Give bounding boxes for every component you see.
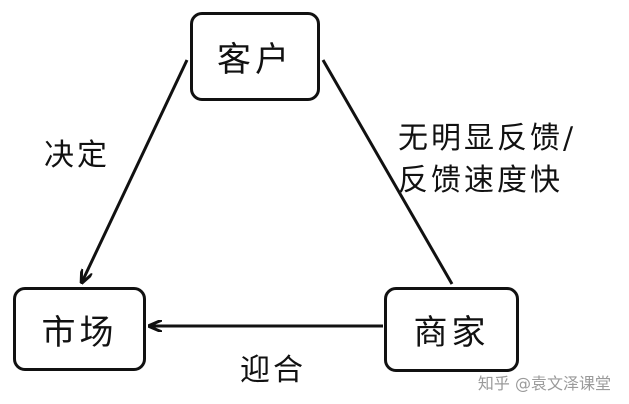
node-customer-label: 客户 bbox=[217, 40, 293, 80]
edge-label-decide: 决定 bbox=[44, 138, 110, 173]
node-customer: 客户 bbox=[190, 12, 320, 101]
edge-customer-merchant-line bbox=[321, 59, 454, 285]
edge-label-feedback-line2: 反馈速度快 bbox=[398, 163, 563, 198]
node-merchant: 商家 bbox=[384, 287, 519, 372]
edge-label-feedback-line1: 无明显反馈/ bbox=[398, 121, 577, 156]
edge-label-cater: 迎合 bbox=[240, 353, 306, 388]
node-merchant-label: 商家 bbox=[413, 313, 490, 353]
node-market-label: 市场 bbox=[41, 312, 118, 353]
node-market: 市场 bbox=[13, 287, 146, 371]
edge-customer-to-market-arrow bbox=[82, 59, 189, 282]
watermark: 知乎 @袁文泽课堂 bbox=[477, 374, 611, 393]
